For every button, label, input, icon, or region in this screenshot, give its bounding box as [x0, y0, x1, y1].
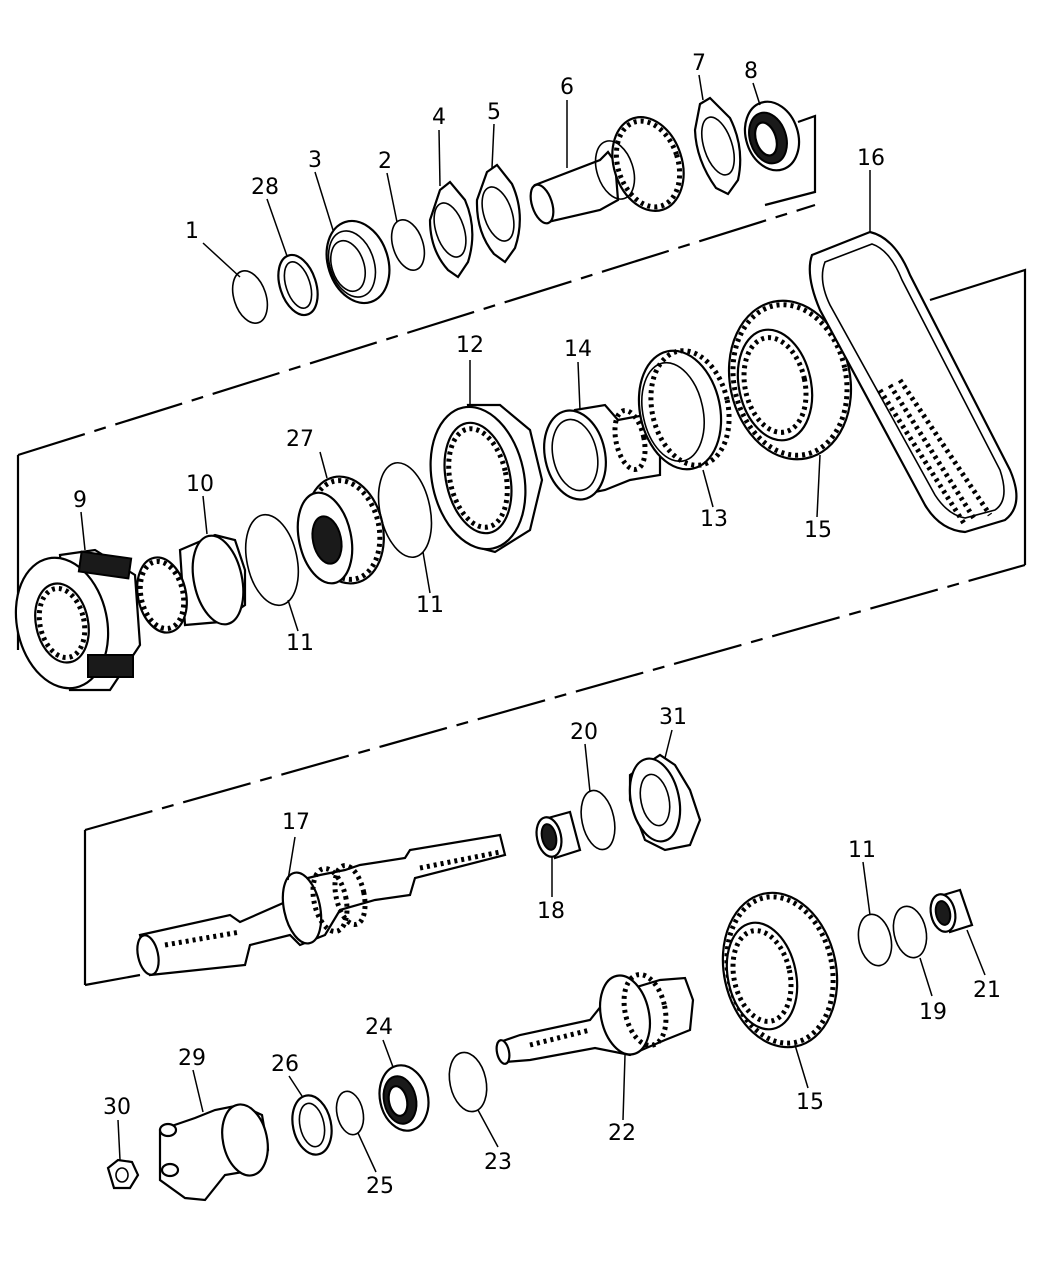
part-31-oil-pump	[628, 753, 702, 852]
part-16-drive-chain	[808, 230, 1018, 534]
part-20-snap-ring	[580, 789, 616, 851]
callout-17: 17	[282, 810, 310, 835]
callout-18: 18	[537, 899, 565, 924]
callout-21: 21	[973, 978, 1001, 1003]
callout-25: 25	[366, 1174, 394, 1199]
part-28-ring	[277, 253, 319, 317]
part-3-bearing	[325, 219, 391, 305]
callout-14: 14	[564, 337, 592, 362]
callout-20: 20	[570, 720, 598, 745]
callout-31: 31	[659, 705, 687, 730]
callout-3: 3	[308, 148, 322, 173]
part-12-shift-sleeve	[429, 403, 544, 554]
callout-2: 2	[378, 149, 392, 174]
part-30-nut	[106, 1158, 140, 1190]
part-11-snap-ring-c	[857, 913, 893, 967]
callout-15-b: 15	[796, 1090, 824, 1115]
callout-30: 30	[103, 1095, 131, 1120]
callout-22: 22	[608, 1121, 636, 1146]
part-14-hub	[543, 403, 662, 501]
part-26-seal	[291, 1094, 333, 1156]
part-18-needle-bearing	[535, 810, 582, 860]
callout-11-b: 11	[416, 593, 444, 618]
part-17-mainshaft	[136, 833, 507, 977]
part-22-output-shaft	[495, 972, 695, 1065]
section-frames	[16, 114, 1027, 987]
part-7-thrust-plate	[693, 96, 742, 196]
callout-15-a: 15	[804, 518, 832, 543]
callout-16: 16	[857, 146, 885, 171]
part-11-snap-ring-a	[244, 513, 300, 607]
part-10-sun-gear	[136, 533, 247, 634]
part-23-snap-ring	[448, 1051, 488, 1113]
callout-23: 23	[484, 1150, 512, 1175]
part-2-snap-ring	[390, 219, 426, 271]
callout-26: 26	[271, 1052, 299, 1077]
callout-19: 19	[919, 1000, 947, 1025]
part-24-bearing	[378, 1064, 430, 1132]
part-25-snap-ring	[335, 1090, 365, 1136]
part-27-gear	[296, 475, 385, 585]
callout-11-c: 11	[848, 838, 876, 863]
callout-8: 8	[744, 59, 758, 84]
part-13-clutch-ring	[637, 348, 732, 471]
callout-9: 9	[73, 488, 87, 513]
callout-labels: 1 2 3 4 5 6 7 8 9 10 11 11 11 12 13 14 1…	[73, 51, 1001, 1199]
part-9-planetary-carrier	[14, 548, 142, 692]
part-1-snap-ring	[231, 270, 269, 324]
callout-24: 24	[365, 1015, 393, 1040]
part-15-sprocket-a	[727, 299, 853, 461]
part-4-thrust-plate	[428, 180, 474, 279]
callout-5: 5	[487, 100, 501, 125]
callout-12: 12	[456, 333, 484, 358]
callout-4: 4	[432, 105, 446, 130]
callout-7: 7	[692, 51, 706, 76]
part-11-snap-ring-b	[377, 461, 433, 559]
callout-10: 10	[186, 472, 214, 497]
part-8-bearing	[743, 100, 801, 172]
part-21-needle-bearing	[929, 888, 974, 934]
callout-1: 1	[185, 219, 199, 244]
callout-11-a: 11	[286, 631, 314, 656]
callout-29: 29	[178, 1046, 206, 1071]
callout-13: 13	[700, 507, 728, 532]
part-15-sprocket-b	[721, 891, 839, 1049]
part-6-input-shaft	[529, 116, 685, 225]
leader-lines	[80, 74, 986, 1173]
part-29-yoke	[158, 1103, 270, 1202]
part-19-snap-ring	[892, 905, 928, 959]
callout-27: 27	[286, 427, 314, 452]
part-5-thrust-plate	[475, 163, 521, 264]
callout-28: 28	[251, 175, 279, 200]
callout-6: 6	[560, 75, 574, 100]
